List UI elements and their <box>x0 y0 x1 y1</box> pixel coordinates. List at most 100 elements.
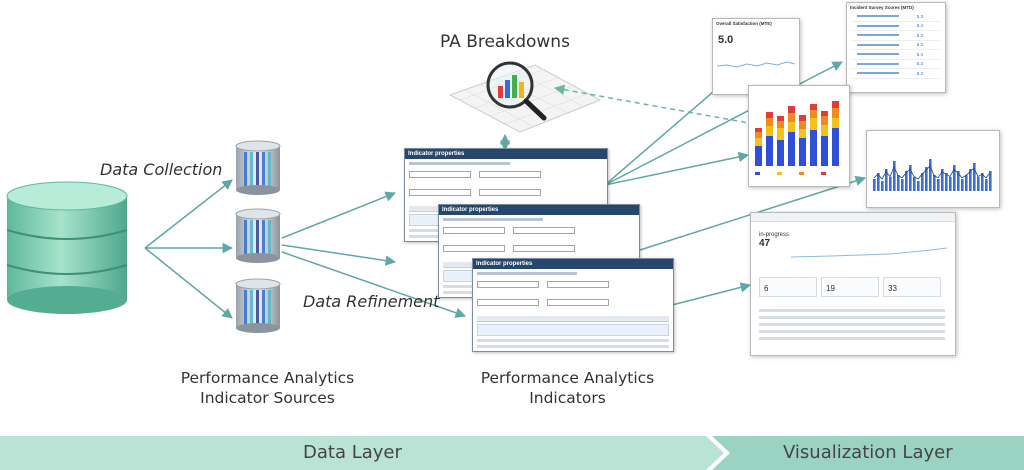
incident-score-row: 5.3 <box>851 12 941 22</box>
blue-bar <box>953 165 956 191</box>
indicator-window-3: Indicator properties <box>472 258 674 352</box>
data-layer-label: Data Layer <box>303 442 402 463</box>
blue-bar <box>981 173 984 191</box>
blue-bar <box>977 177 980 191</box>
stack-segment <box>799 115 806 121</box>
stack-segment <box>821 125 828 136</box>
blue-bar <box>877 173 880 191</box>
indicator-sources-caption: Performance Analytics Indicator Sources <box>160 368 375 408</box>
stack-segment <box>832 101 839 108</box>
sources-caption-line1: Performance Analytics <box>180 369 355 387</box>
collection-arrows <box>144 179 234 319</box>
incident-score-row: 5.3 <box>851 31 941 41</box>
blue-bar <box>961 179 964 191</box>
dashboard-tab-strip <box>751 213 955 222</box>
stack-legend-swatch <box>777 172 782 175</box>
source-database-icon <box>235 140 281 195</box>
blue-bar <box>925 167 928 191</box>
indicators-caption: Performance Analytics Indicators <box>460 368 675 408</box>
kpi-box: 33 <box>883 277 941 297</box>
score-value: 5.3 <box>916 32 923 38</box>
overall-satisfaction-widget: Overall Satisfaction (MTE) 5.0 <box>712 18 800 95</box>
score-row-bar <box>857 34 899 37</box>
kpi-value: 6 <box>764 284 769 293</box>
score-value: 5.4 <box>916 23 923 29</box>
indicator-window-title: Indicator properties <box>405 149 607 159</box>
stack-segment <box>755 132 762 138</box>
stack-segment <box>810 118 817 130</box>
incident-score-row: 5.3 <box>851 41 941 50</box>
dashboard-table <box>759 305 945 344</box>
score-value: 5.3 <box>916 70 923 76</box>
blue-bar <box>881 181 884 191</box>
blue-bar <box>917 181 920 191</box>
stack-segment <box>810 110 817 118</box>
score-row-bar <box>857 72 899 75</box>
in-progress-label: in-progress <box>759 232 790 238</box>
score-row-bar <box>857 53 899 56</box>
kpi-box: 19 <box>821 277 879 297</box>
source-database-icon <box>235 208 281 263</box>
score-row-bar <box>857 15 899 18</box>
stack-segment <box>777 128 784 140</box>
blue-bar <box>933 175 936 191</box>
refinement-arrows <box>281 191 466 318</box>
stack-segment <box>799 121 806 129</box>
satisfaction-sparkline <box>716 61 796 68</box>
stack-segment <box>832 108 839 118</box>
kpi-box: 6 <box>759 277 817 297</box>
blue-bar <box>973 163 976 191</box>
stacked-bar-chart <box>755 101 839 175</box>
indicator-window-title: Indicator properties <box>473 259 673 269</box>
blue-bar <box>885 169 888 191</box>
stack-segment <box>755 146 762 166</box>
stack-legend-swatch <box>799 172 804 175</box>
blue-bar <box>901 179 904 191</box>
stack-segment <box>766 118 773 126</box>
pa-breakdowns-label: PA Breakdowns <box>440 32 570 52</box>
stack-segment <box>766 112 773 118</box>
data-layer-band <box>0 436 724 470</box>
stack-segment <box>810 130 817 166</box>
blue-bar <box>945 173 948 191</box>
score-value: 5.3 <box>916 42 923 48</box>
blue-bar <box>985 179 988 191</box>
blue-trend-line <box>873 165 991 180</box>
incident-score-row: 5.3 <box>851 60 941 69</box>
sources-caption-line2: Indicator Sources <box>200 389 335 407</box>
stack-segment <box>766 126 773 136</box>
stack-segment <box>799 129 806 138</box>
stack-segment <box>832 128 839 166</box>
score-value: 5.4 <box>916 51 923 57</box>
blue-bar-widget <box>866 130 1000 208</box>
score-value: 5.3 <box>916 13 923 19</box>
data-refinement-label: Data Refinement <box>303 292 440 311</box>
overall-satisfaction-title: Overall Satisfaction (MTE) <box>716 21 772 26</box>
score-row-bar <box>857 62 899 65</box>
stack-segment <box>799 138 806 166</box>
kpi-row: 6 19 33 <box>759 277 949 297</box>
incident-score-row: 5.4 <box>851 22 941 31</box>
incident-score-row: 5.4 <box>851 50 941 60</box>
visualization-layer-band <box>712 436 1024 470</box>
blue-bar <box>957 171 960 191</box>
stack-segment <box>766 136 773 166</box>
blue-bar <box>937 179 940 191</box>
blue-bar <box>897 175 900 191</box>
stack-segment <box>821 136 828 166</box>
blue-bar <box>969 169 972 191</box>
kpi-value: 19 <box>826 284 835 293</box>
incident-survey-title: Incident Survey Scores (MTD) <box>850 5 914 10</box>
score-row-bar <box>857 24 899 27</box>
stack-segment <box>777 121 784 128</box>
stacked-bar-widget <box>748 85 850 187</box>
blue-bar <box>965 175 968 191</box>
blue-bar <box>893 161 896 191</box>
score-value: 5.3 <box>916 61 923 67</box>
incident-score-row: 5.3 <box>851 69 941 79</box>
data-collection-label: Data Collection <box>100 160 223 179</box>
overall-satisfaction-value: 5.0 <box>718 34 734 46</box>
stack-segment <box>832 118 839 128</box>
stack-segment <box>821 116 828 125</box>
indicator-window-title: Indicator properties <box>439 205 639 215</box>
